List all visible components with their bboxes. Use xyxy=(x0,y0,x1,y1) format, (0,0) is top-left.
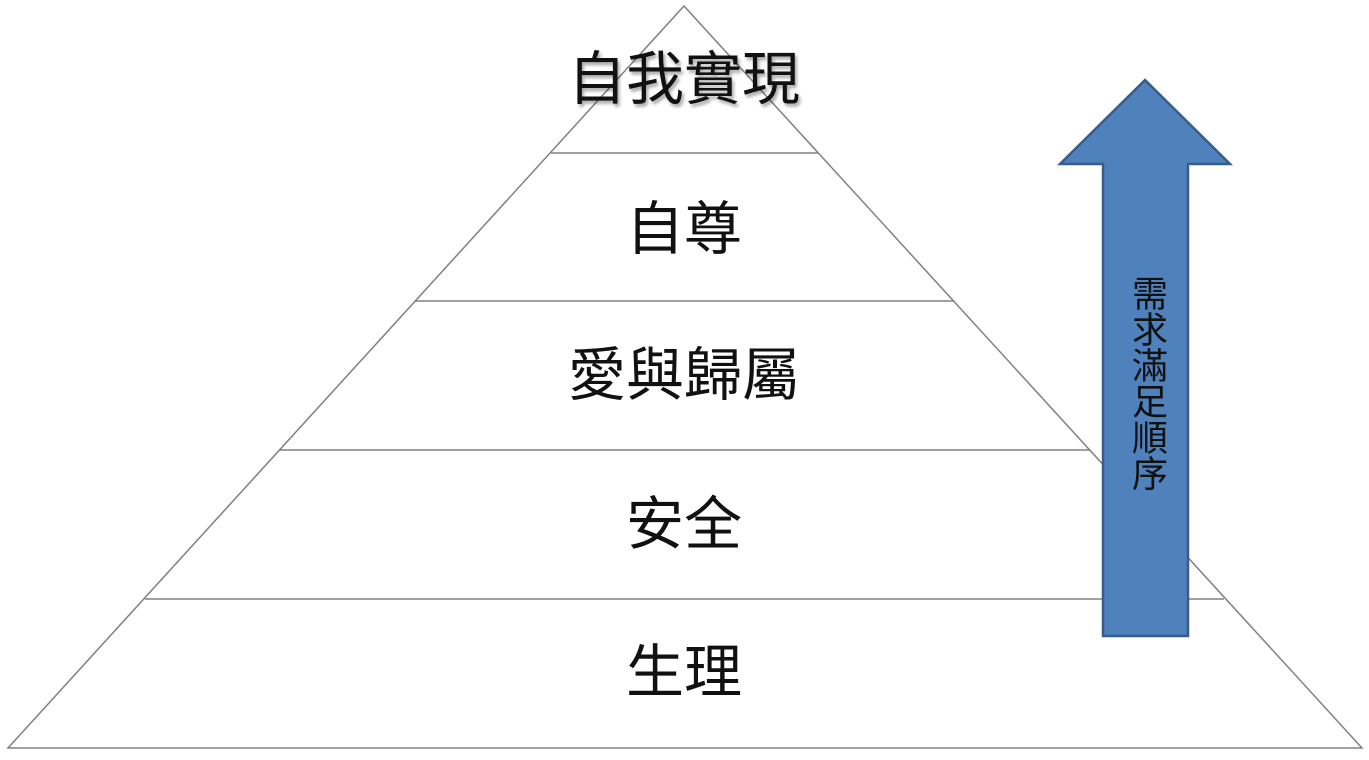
level-esteem: 自尊 xyxy=(625,195,742,263)
pyramid-outline xyxy=(6,4,1364,749)
level-self-actualization: 自我實現 xyxy=(567,45,800,113)
level-physiological: 生理 xyxy=(625,638,742,706)
up-arrow-icon xyxy=(1056,78,1234,638)
arrow-label: 需求滿足順序 xyxy=(1126,275,1167,491)
level-safety: 安全 xyxy=(625,490,742,558)
level-love-belonging: 愛與歸屬 xyxy=(567,341,800,409)
